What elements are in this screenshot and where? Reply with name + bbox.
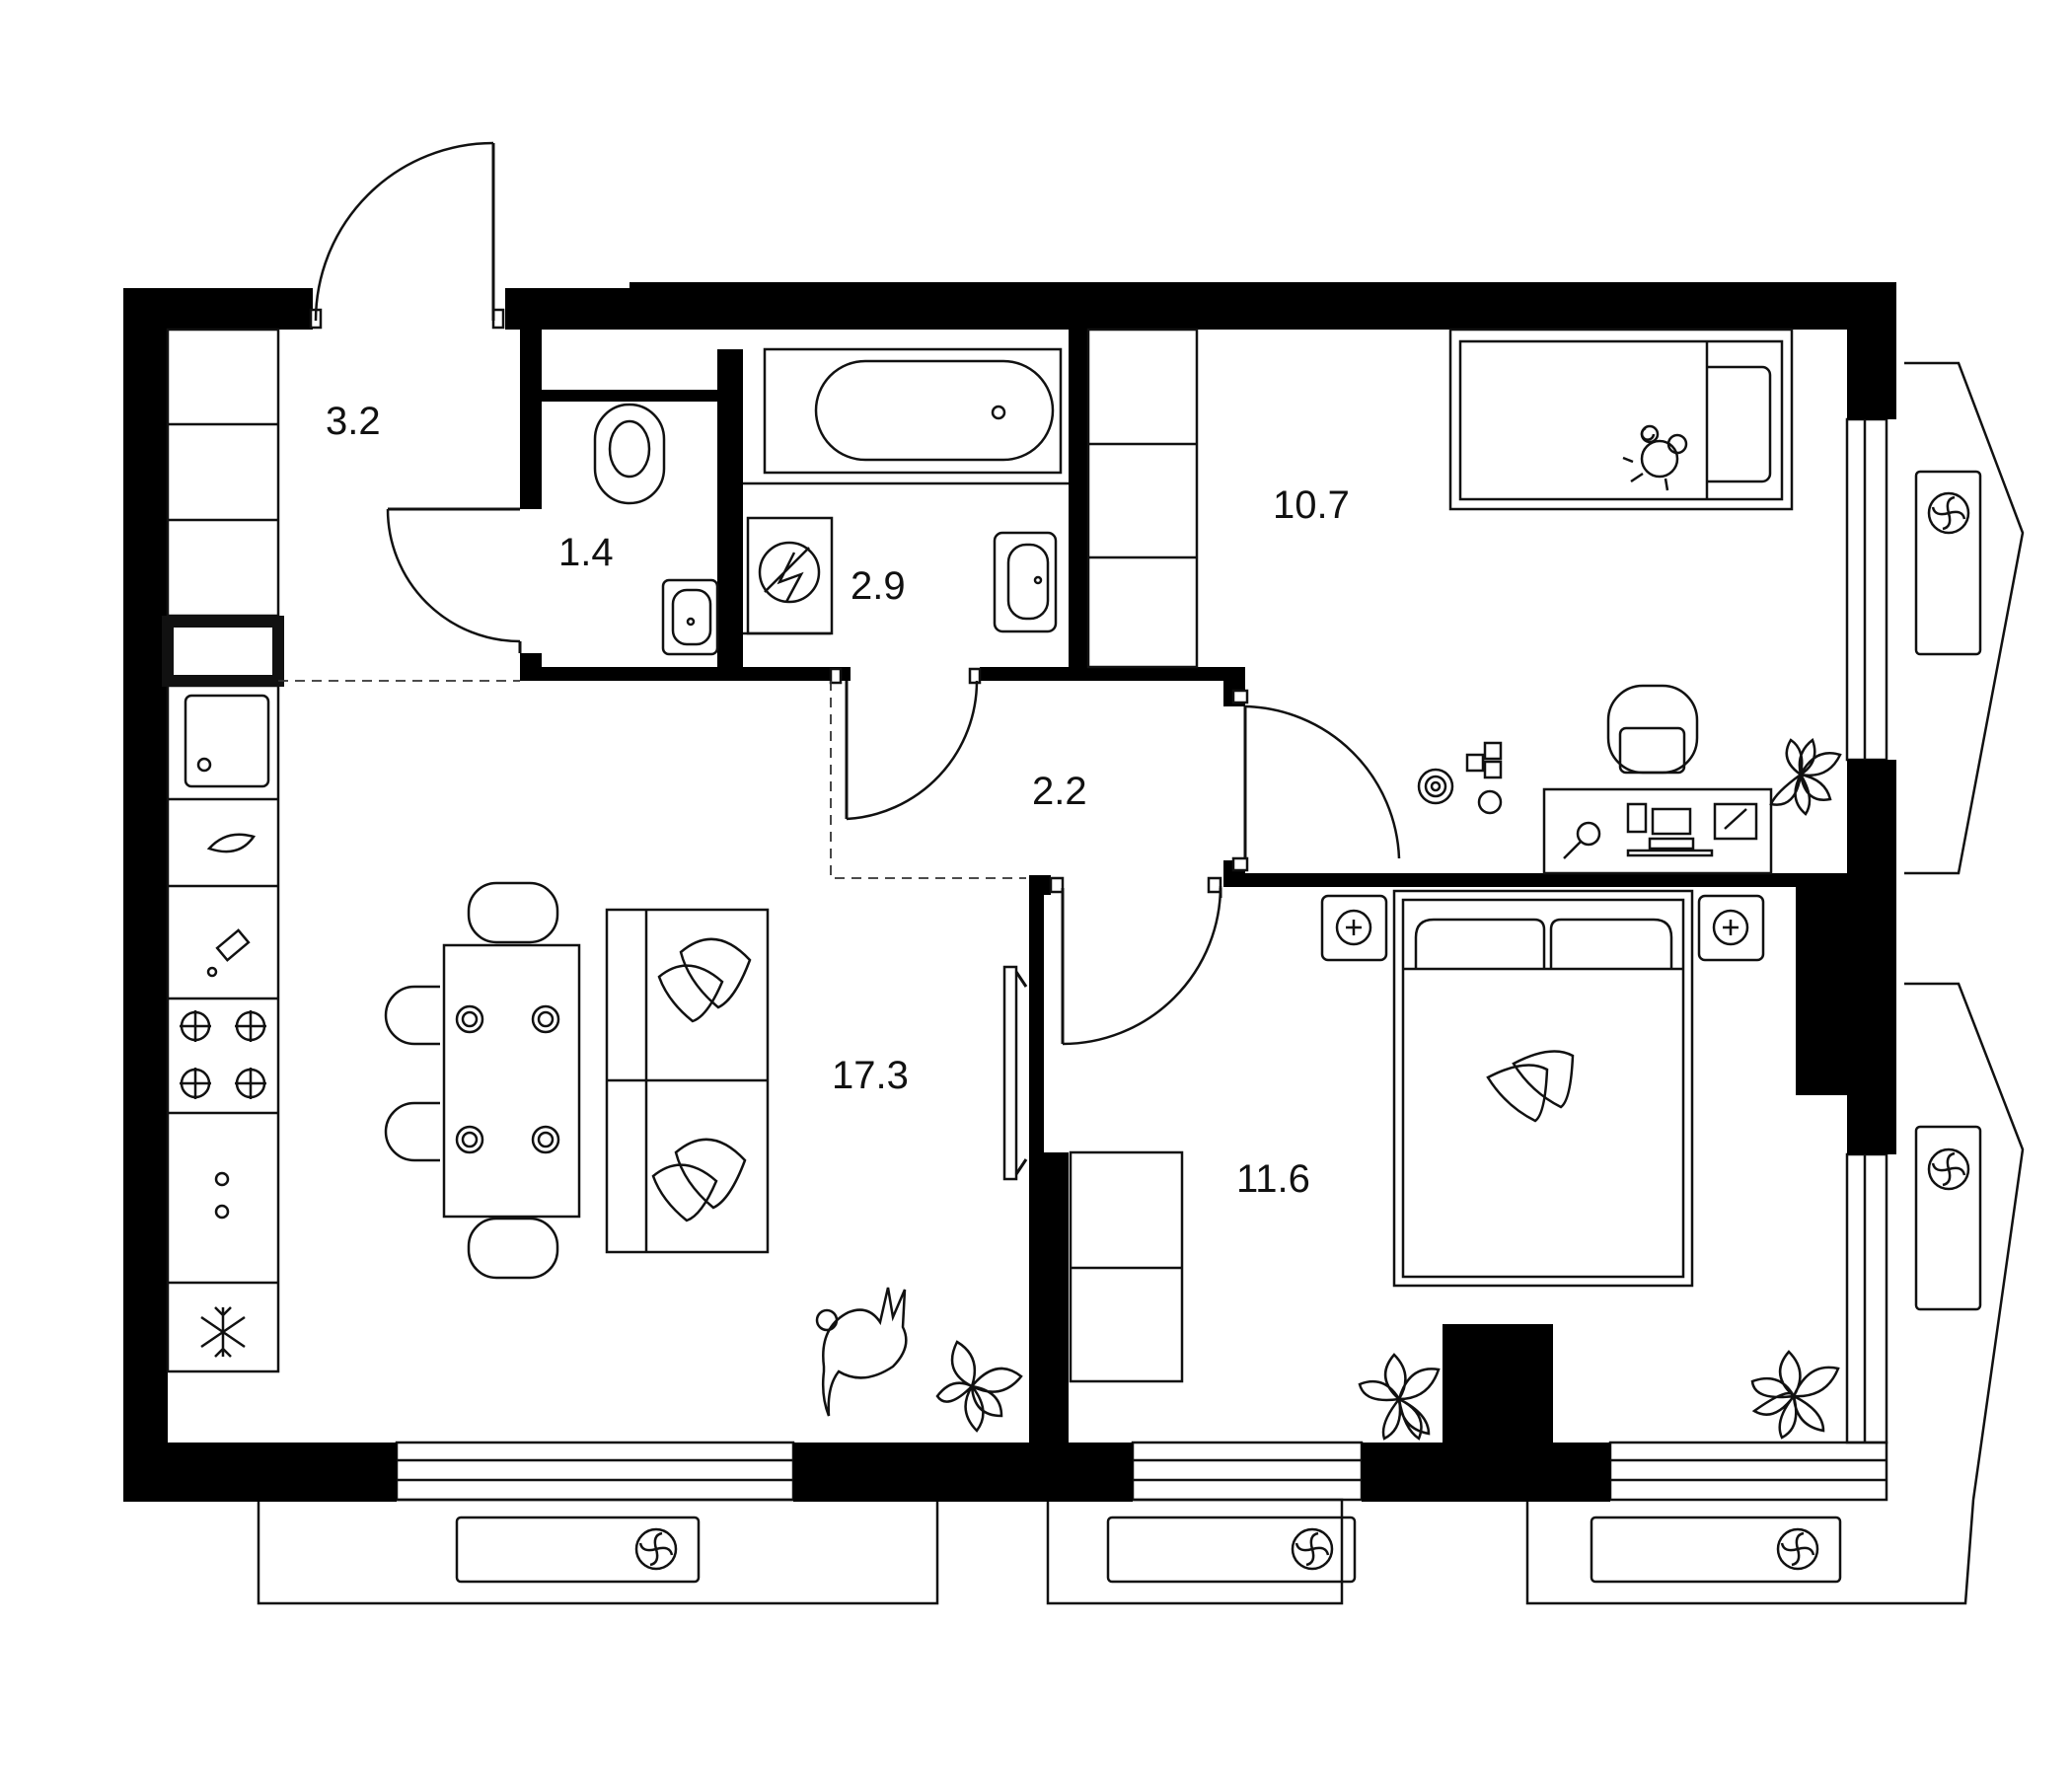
balcony-right-top xyxy=(1904,361,2025,875)
room-area-bathroom: 2.9 xyxy=(851,564,906,608)
toilet-icon xyxy=(593,403,666,505)
dining-table-icon xyxy=(442,943,581,1219)
room-area-toilet: 1.4 xyxy=(558,531,614,574)
room-area-bedroom-small: 10.7 xyxy=(1273,483,1350,527)
balcony-bottom-middle xyxy=(1046,1498,1357,1605)
toy-icon xyxy=(1622,424,1688,491)
fan-icon xyxy=(1776,1527,1819,1571)
nightstand-icon xyxy=(1320,894,1765,962)
toy-icon xyxy=(206,833,256,853)
room-area-hallway: 3.2 xyxy=(326,400,381,443)
cat-icon xyxy=(815,1287,908,1417)
cutting-board-icon xyxy=(206,928,251,978)
wardrobe-icon xyxy=(1069,1150,1184,1383)
plant-icon xyxy=(1769,737,1842,816)
pillow-icon xyxy=(1486,1050,1575,1123)
door-icon xyxy=(309,141,505,330)
tv-icon xyxy=(1002,965,1028,1181)
room-area-living-kitchen: 17.3 xyxy=(832,1054,909,1097)
door-icon xyxy=(1049,876,1222,1046)
balcony-right-bottom xyxy=(1904,982,2025,1501)
bed-icon xyxy=(1448,328,1794,511)
sink-icon xyxy=(993,531,1058,633)
stove-icon xyxy=(180,1010,266,1099)
chair-icon xyxy=(384,881,559,1280)
fan-icon xyxy=(1927,1147,1970,1191)
bathtub-icon xyxy=(763,347,1063,475)
sink-icon xyxy=(184,694,270,788)
fan-icon xyxy=(1927,491,1970,535)
plant-icon xyxy=(935,1340,1023,1433)
door-icon xyxy=(829,667,982,821)
cups-icon xyxy=(214,1171,230,1220)
desk-icon xyxy=(1542,787,1773,875)
kitchen-counter xyxy=(166,684,280,1373)
room-area-bedroom-large: 11.6 xyxy=(1236,1157,1310,1201)
zone-divider xyxy=(830,681,1026,879)
plant-icon xyxy=(1750,1350,1840,1440)
door-icon xyxy=(1231,689,1401,872)
wardrobe-icon xyxy=(162,328,284,687)
bed-icon xyxy=(1392,889,1694,1288)
washing-machine-icon xyxy=(746,516,834,635)
toy-icon xyxy=(1417,741,1503,815)
sofa-icon xyxy=(605,908,770,1254)
room-labels: 3.2 1.4 2.9 10.7 2.2 17.3 11.6 xyxy=(326,400,1350,1201)
door-icon xyxy=(386,507,522,653)
fan-icon xyxy=(634,1527,678,1571)
fan-icon xyxy=(1291,1527,1334,1571)
window-bedroom-bottom xyxy=(1131,1441,1364,1502)
room-area-corridor: 2.2 xyxy=(1032,770,1087,813)
plant-icon xyxy=(1358,1353,1441,1441)
chair-icon xyxy=(1606,684,1699,775)
balcony-bottom-right xyxy=(1525,1499,1975,1605)
window-bedroom-corner xyxy=(1608,1152,1888,1502)
window-small-bedroom xyxy=(1845,417,1888,762)
wardrobe-icon xyxy=(1086,328,1199,669)
window-living xyxy=(395,1441,795,1502)
sink-icon xyxy=(661,578,719,656)
plate-icon xyxy=(455,1004,560,1154)
pillow-icon xyxy=(651,937,752,1222)
walls xyxy=(123,282,1896,1502)
fridge-icon xyxy=(200,1306,246,1358)
balcony-bottom-left xyxy=(257,1498,939,1605)
